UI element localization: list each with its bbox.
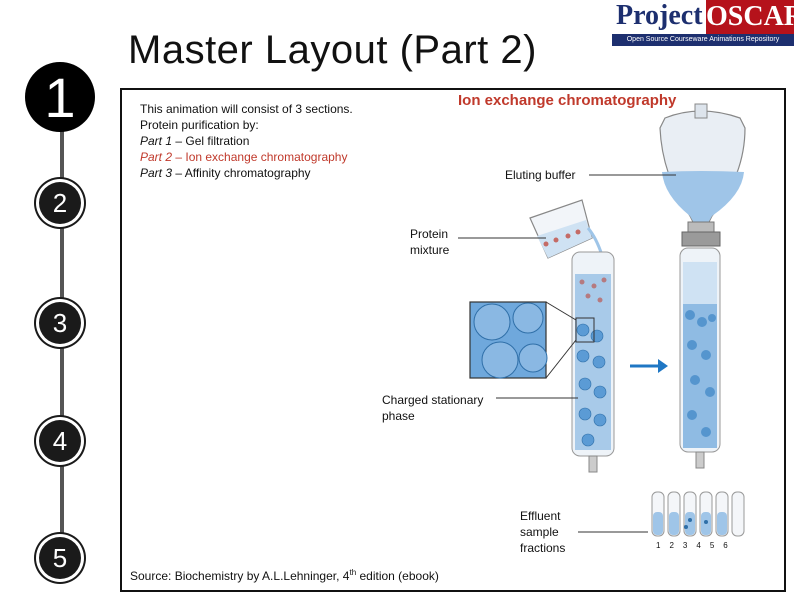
part-2-text: – Ion exchange chromatography [172,150,348,164]
part-1-label: Part 1 [140,134,173,148]
fraction-number-5: 5 [709,541,724,550]
fraction-number-1: 1 [656,541,670,550]
description-part-1: Part 1 – Gel filtration [140,134,249,148]
logo-oscar-text: OSCAR [706,0,794,34]
left-column [571,251,615,473]
effluent-label: Effluent sample fractions [520,508,565,556]
protein-mixture-label: Protein mixture [410,226,449,258]
part-2-label: Part 2 [140,150,173,164]
description-part-2: Part 2 – Ion exchange chromatography [140,150,347,164]
content-box [120,88,786,592]
step-1-circle[interactable]: 1 [25,62,95,132]
logo-project-text: Project [616,0,703,31]
separatory-funnel [659,103,746,247]
part-1-text: – Gel filtration [172,134,250,148]
step-5-label: 5 [52,543,68,573]
source-suffix: edition (ebook) [356,569,439,583]
transition-arrow [630,359,668,373]
protein-mixture-line-1: Protein [410,227,449,241]
fraction-number-6: 6 [723,541,737,550]
charged-phase-label: Charged stationary phase [382,392,483,424]
fraction-proteins [684,518,708,529]
step-4-label: 4 [52,426,68,456]
part-3-label: Part 3 [140,166,173,180]
step-3-label: 3 [52,308,68,338]
effluent-line-1: Effluent [520,509,561,523]
step-3-circle[interactable]: 3 [39,302,81,344]
source-sup: th [349,568,357,577]
fraction-numbers: 123456 [656,538,737,554]
charged-phase-line-1: Charged stationary [382,393,484,407]
step-4-circle[interactable]: 4 [39,420,81,462]
effluent-line-3: fractions [520,541,566,555]
effluent-line-2: sample [520,525,559,539]
description-line-2: Protein purification by: [140,118,259,132]
eluting-buffer-label: Eluting buffer [505,168,576,182]
beaker [529,199,606,263]
protein-mixture-line-2: mixture [410,243,450,257]
fraction-number-3: 3 [682,541,697,550]
step-1-label: 1 [44,66,76,129]
step-5-circle[interactable]: 5 [39,537,81,579]
right-column [679,247,721,469]
stationary-phase-zoom [469,301,595,379]
fraction-number-4: 4 [696,541,710,550]
fraction-liquid [653,512,727,535]
fraction-tubes [651,491,745,537]
description-part-3: Part 3 – Affinity chromatography [140,166,311,180]
diagram-title: Ion exchange chromatography [458,92,677,109]
project-oscar-logo: Project OSCAR Open Source Courseware Ani… [612,0,794,48]
description-line-1: This animation will consist of 3 section… [140,102,353,116]
source-citation: Source: Biochemistry by A.L.Lehninger, 4… [130,568,439,583]
fraction-number-2: 2 [669,541,683,550]
part-3-text: – Affinity chromatography [172,166,311,180]
logo-top: Project OSCAR [612,0,794,34]
charged-phase-line-2: phase [382,409,415,423]
page-title: Master Layout (Part 2) [128,28,537,72]
source-prefix: Source: Biochemistry by A.L.Lehninger, 4 [130,569,350,583]
logo-tagline: Open Source Courseware Animations Reposi… [612,34,794,46]
step-2-label: 2 [52,188,68,218]
step-2-circle[interactable]: 2 [39,182,81,224]
